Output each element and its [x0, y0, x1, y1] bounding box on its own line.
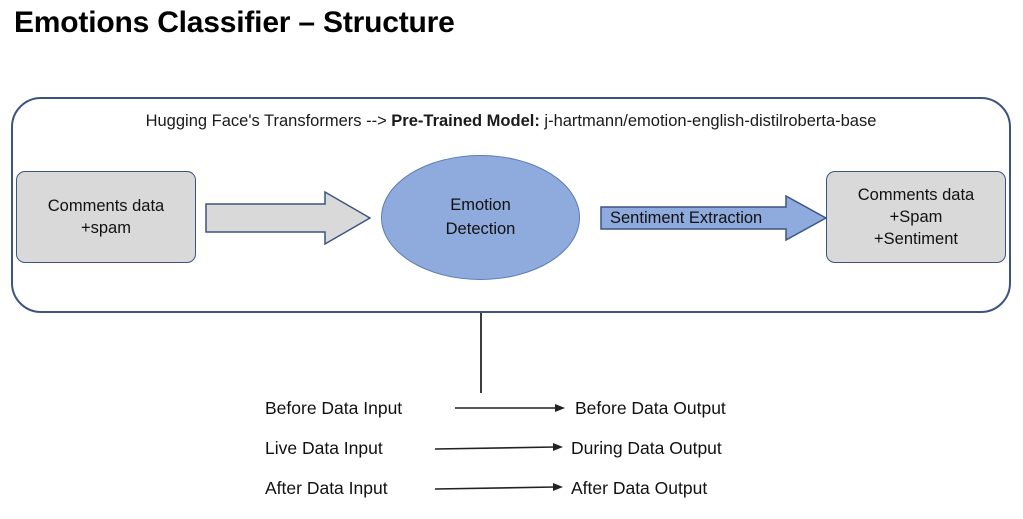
- flow-arrow-icon: [205, 190, 371, 246]
- caption-model-label: Pre-Trained Model:: [391, 112, 540, 130]
- timing-arrow-icon: [435, 481, 563, 495]
- timing-row: After Data Input After Data Output: [265, 468, 735, 508]
- page-title: Emotions Classifier – Structure: [14, 6, 455, 39]
- timing-output-label: After Data Output: [571, 477, 708, 498]
- timing-arrow-icon: [435, 441, 563, 455]
- timing-rows: Before Data Input Before Data Output Liv…: [265, 388, 735, 508]
- timing-output-label: Before Data Output: [575, 397, 726, 418]
- vertical-connector-line: [480, 313, 482, 393]
- output-data-box-line2: +Spam: [889, 207, 943, 226]
- timing-row: Live Data Input During Data Output: [265, 428, 735, 468]
- timing-output-label: During Data Output: [571, 437, 722, 458]
- timing-input-label: After Data Input: [265, 477, 388, 498]
- timing-row: Before Data Input Before Data Output: [265, 388, 735, 428]
- pipeline-caption: Hugging Face's Transformers --> Pre-Trai…: [13, 112, 1009, 131]
- emotion-detection-node[interactable]: Emotion Detection: [381, 155, 580, 280]
- output-data-box[interactable]: Comments data +Spam +Sentiment: [826, 171, 1006, 263]
- caption-prefix: Hugging Face's Transformers -->: [145, 112, 392, 130]
- output-data-box-line1: Comments data: [857, 185, 975, 204]
- sentiment-extraction-arrow-icon: Sentiment Extraction: [600, 194, 827, 242]
- timing-input-label: Live Data Input: [265, 437, 383, 458]
- timing-input-label: Before Data Input: [265, 397, 403, 418]
- output-data-box-line3: +Sentiment: [874, 230, 958, 249]
- emotion-detection-line2: Detection: [445, 219, 516, 238]
- timing-arrow-icon: [455, 401, 565, 415]
- input-data-box-line1: Comments data: [47, 196, 165, 215]
- input-data-box-line2: +spam: [81, 219, 131, 237]
- input-data-box[interactable]: Comments data +spam: [16, 171, 196, 263]
- emotion-detection-line1: Emotion: [450, 195, 511, 214]
- caption-model-name: j-hartmann/emotion-english-distilroberta…: [539, 112, 877, 130]
